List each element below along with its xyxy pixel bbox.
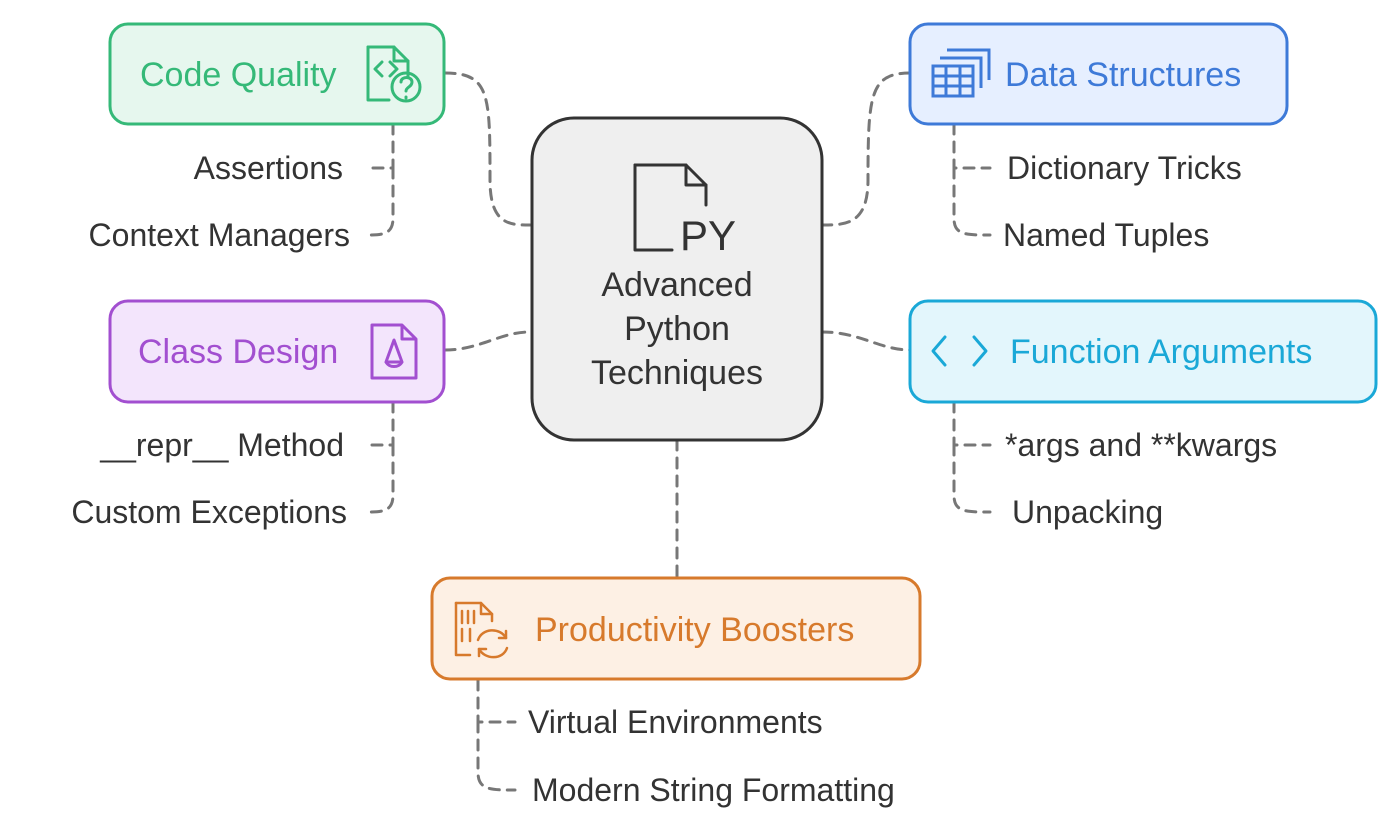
python-file-icon-label: PY (680, 212, 736, 259)
branch-label-code-quality: Code Quality (140, 56, 337, 94)
center-title-line-1: Advanced (601, 266, 752, 304)
leaf-repr-method: __repr__ Method (99, 427, 344, 463)
leaf-modern-string-formatting: Modern String Formatting (532, 772, 895, 808)
connector-unpacking (952, 443, 992, 514)
center-title-line-3: Techniques (591, 354, 763, 392)
connector-modern-string-formatting (476, 720, 517, 792)
leaf-args-kwargs: *args and **kwargs (1005, 427, 1277, 463)
center-node[interactable]: PY Advanced Python Techniques (530, 116, 824, 442)
branch-label-function-arguments: Function Arguments (1010, 333, 1312, 371)
shape-file-icon (370, 323, 418, 380)
branch-productivity-boosters[interactable]: Productivity Boosters (430, 576, 922, 681)
table-stack-icon (931, 48, 991, 98)
branch-data-structures[interactable]: Data Structures (908, 22, 1289, 126)
connector-context-managers (363, 166, 395, 237)
connector-data-structures (820, 71, 912, 227)
branch-box-productivity-boosters (430, 576, 922, 681)
connector-code-quality (443, 71, 532, 227)
branch-class-design[interactable]: Class Design (108, 299, 446, 404)
leaf-labels: Assertions Context Managers Dictionary T… (71, 150, 1277, 808)
leaf-virtual-environments: Virtual Environments (528, 704, 823, 740)
python-file-icon: PY (633, 163, 736, 259)
branch-box-function-arguments (908, 299, 1378, 404)
leaf-assertions: Assertions (194, 150, 343, 186)
center-box (530, 116, 824, 442)
center-title-line-2: Python (624, 310, 730, 348)
branch-box-class-design (108, 299, 446, 404)
connectors (363, 71, 992, 792)
code-brackets-icon (931, 335, 988, 367)
branch-box-data-structures (908, 22, 1289, 126)
connector-args-kwargs (952, 400, 992, 447)
connector-function-arguments (820, 330, 912, 352)
connector-named-tuples (952, 166, 992, 237)
connector-assertions (368, 122, 395, 170)
connector-repr-method (368, 400, 395, 447)
leaf-dictionary-tricks: Dictionary Tricks (1007, 150, 1242, 186)
connector-virtual-environments (476, 678, 517, 724)
branch-label-productivity-boosters: Productivity Boosters (535, 611, 854, 649)
leaf-context-managers: Context Managers (89, 217, 350, 253)
leaf-unpacking: Unpacking (1012, 494, 1163, 530)
branch-function-arguments[interactable]: Function Arguments (908, 299, 1378, 404)
branch-box-code-quality (108, 22, 446, 126)
branch-label-data-structures: Data Structures (1005, 56, 1241, 94)
leaf-named-tuples: Named Tuples (1003, 217, 1209, 253)
connector-custom-exceptions (363, 443, 395, 514)
binary-refresh-icon (454, 601, 509, 659)
branch-code-quality[interactable]: Code Quality (108, 22, 446, 126)
connector-class-design (443, 330, 532, 352)
leaf-custom-exceptions: Custom Exceptions (71, 494, 347, 530)
branch-label-class-design: Class Design (138, 333, 338, 371)
code-file-question-icon (366, 45, 422, 103)
connector-dictionary-tricks (952, 122, 992, 170)
